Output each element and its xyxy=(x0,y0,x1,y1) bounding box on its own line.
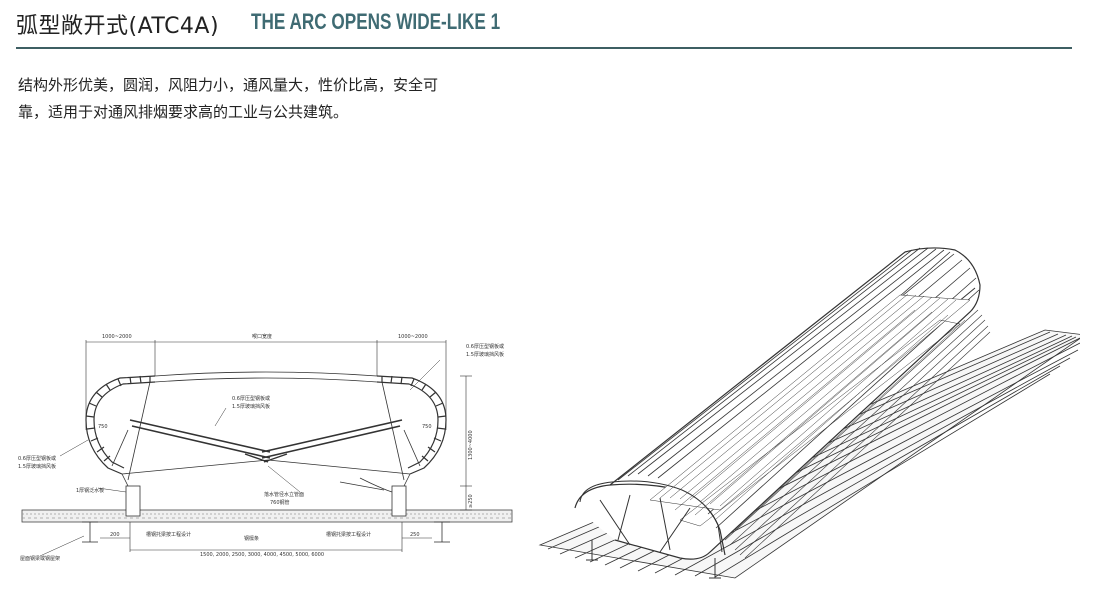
end-frame xyxy=(579,480,723,579)
roof-slab xyxy=(21,509,513,523)
flashing-label: 1厚钢泛水板 xyxy=(76,487,104,494)
dimension-lines xyxy=(85,340,472,552)
curb-left xyxy=(125,485,141,517)
radius-left-label: 750 xyxy=(98,424,108,430)
steel-beam-right xyxy=(434,521,450,543)
support-left-label: 槽钢托梁按工程设计 xyxy=(146,531,191,538)
arc-right xyxy=(376,375,447,475)
header-divider xyxy=(16,47,1072,49)
label-center-1: 0.6厚压型钢板或 xyxy=(232,395,270,402)
support-right-label: 槽钢托梁按工程设计 xyxy=(326,531,371,538)
leader-lines xyxy=(39,359,441,557)
dim-250-label: 250 xyxy=(410,532,420,538)
title-english: THE ARC OPENS WIDE-LIKE 1 xyxy=(251,9,501,34)
description-line-1: 结构外形优美，圆润，风阻力小，通风量大，性价比高，安全可 xyxy=(18,76,439,94)
gutter-label-1: 落水管径水立管面 xyxy=(264,491,304,498)
label-top-right-1: 0.6厚压型钢板或 xyxy=(466,343,504,350)
isometric-drawing xyxy=(538,247,1080,579)
section-drawing: 1000~2000 喉口宽度 1000~2000 0.6厚压型钢板或 1.5厚玻… xyxy=(18,333,513,562)
widths-label: 1500, 2000, 2500, 3000, 4000, 4500, 5000… xyxy=(200,552,324,558)
height-label: 1300~4000 xyxy=(468,430,474,460)
base-height-label: ≥250 xyxy=(468,494,474,508)
label-top-right-2: 1.5厚玻璃挡风板 xyxy=(466,351,504,358)
gutter-label-2: 760钢管 xyxy=(270,499,290,506)
title-chinese: 弧型敞开式(ATC4A) xyxy=(16,14,220,39)
dim-left-label: 1000~2000 xyxy=(102,334,132,340)
bottom-left-label: 屋面钢梁或钢屋架 xyxy=(20,555,60,562)
steel-beam-left xyxy=(82,521,98,543)
top-cap-line xyxy=(154,371,378,377)
header: 弧型敞开式(ATC4A) THE ARC OPENS WIDE-LIKE 1 xyxy=(16,6,1072,46)
dim-center-label: 喉口宽度 xyxy=(252,333,272,340)
top-cap-line-inner xyxy=(154,377,378,383)
arc-left xyxy=(85,375,156,475)
radius-right-label: 750 xyxy=(422,424,432,430)
description: 结构外形优美，圆润，风阻力小，通风量大，性价比高，安全可 靠，适用于对通风排烟要… xyxy=(18,72,488,126)
label-center-2: 1.5厚玻璃挡风板 xyxy=(232,403,270,410)
description-line-2: 靠，适用于对通风排烟要求高的工业与公共建筑。 xyxy=(18,103,349,121)
internal-bracing xyxy=(111,381,421,493)
label-left-1: 0.6厚压型钢板或 xyxy=(18,455,56,462)
dim-right-label: 1000~2000 xyxy=(398,334,428,340)
dim-200-label: 200 xyxy=(110,532,120,538)
curb-right xyxy=(391,485,407,517)
purlin-label: 钢檩条 xyxy=(244,535,259,542)
label-left-2: 1.5厚玻璃挡风板 xyxy=(18,463,56,470)
louvre-panels xyxy=(649,293,971,531)
side-slats xyxy=(724,309,991,559)
